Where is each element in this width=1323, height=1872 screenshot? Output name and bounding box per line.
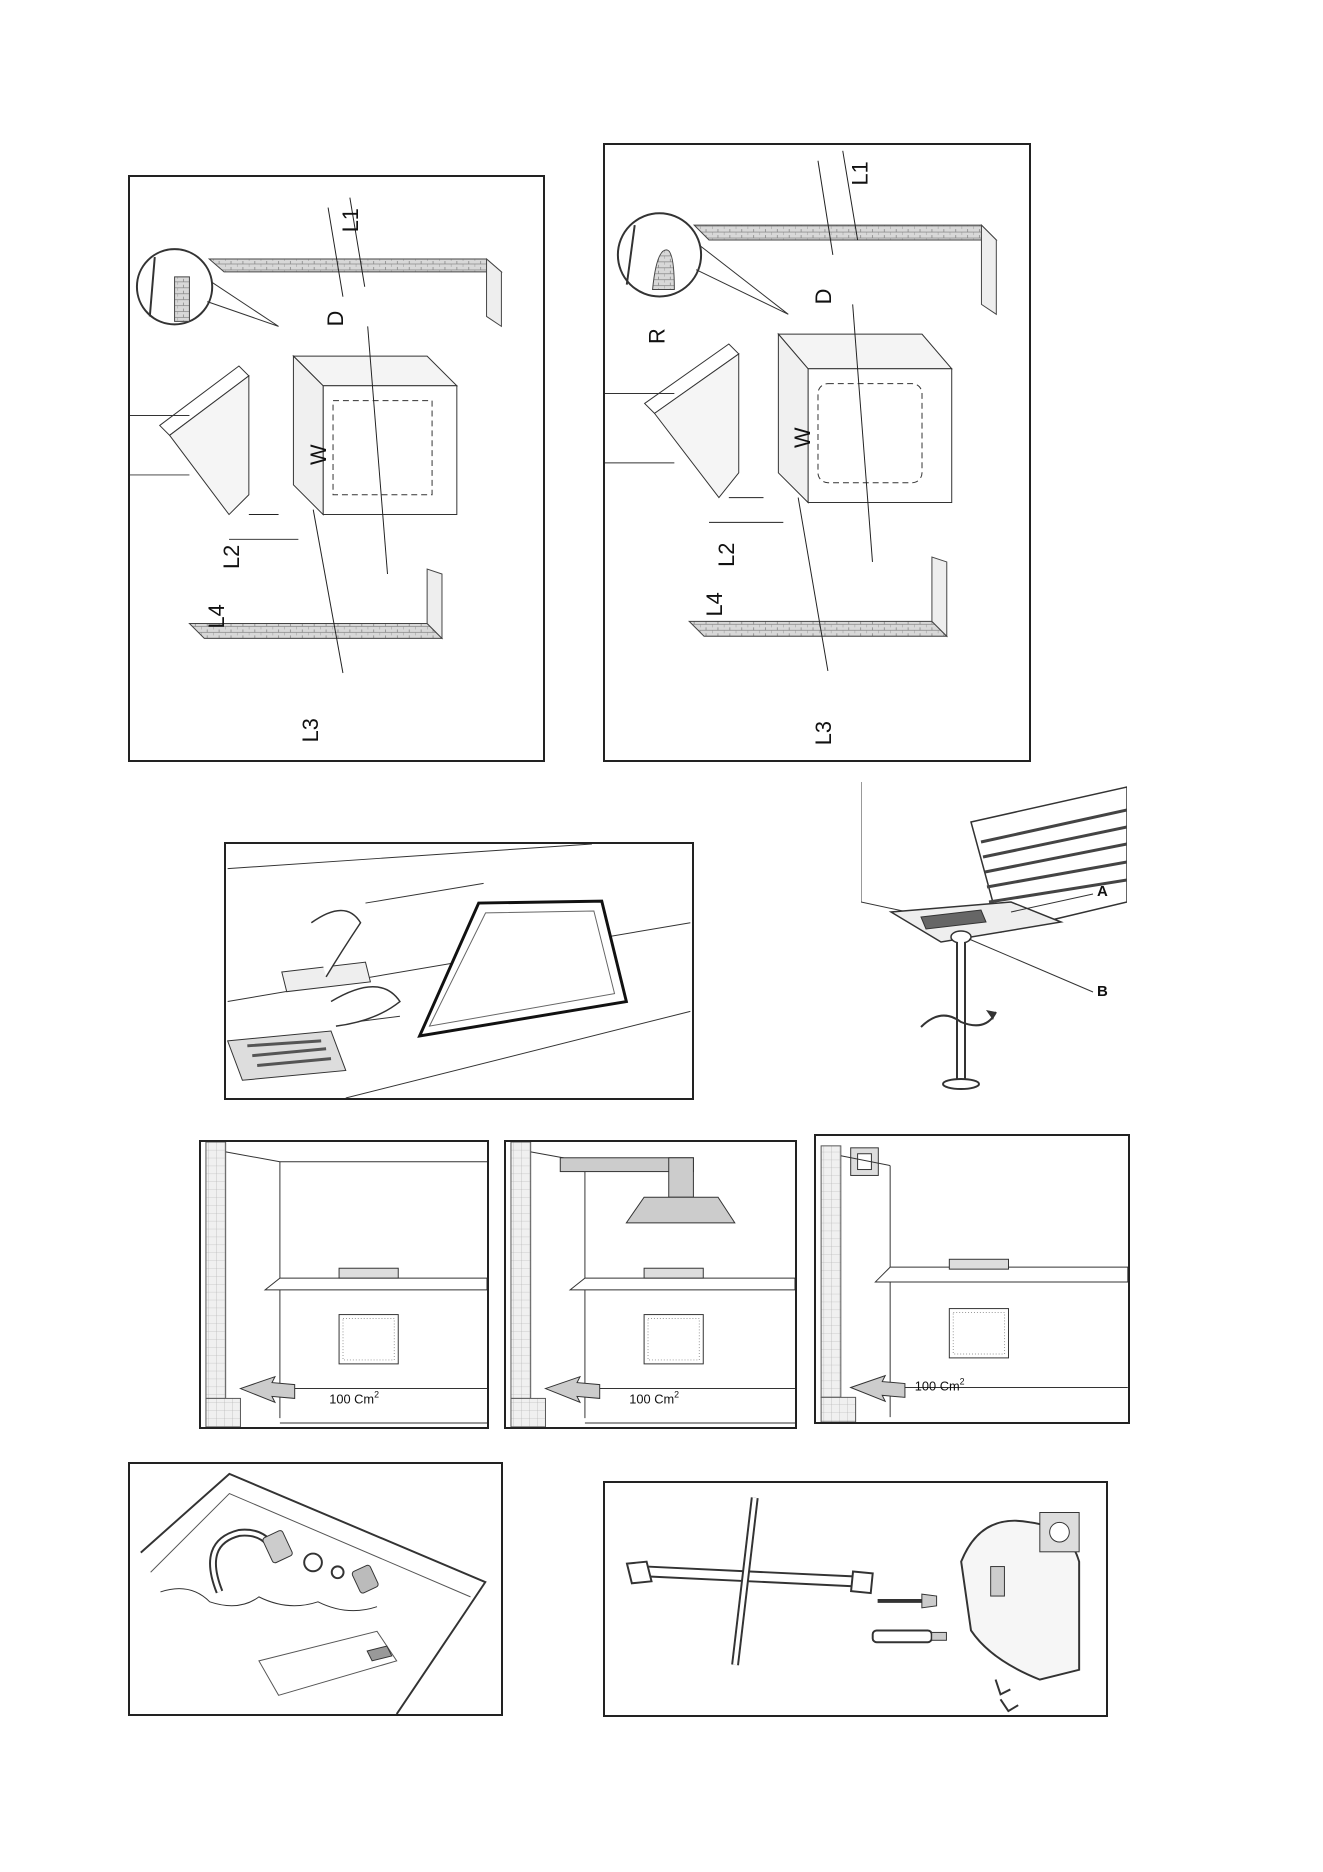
ventilation-area-label: 100 Cm2 bbox=[629, 1389, 679, 1406]
ventilation-area-label: 100 Cm2 bbox=[329, 1389, 379, 1406]
label-l4: L4 bbox=[702, 592, 727, 616]
label-l4: L4 bbox=[204, 604, 229, 628]
figure-ventilation-3: 100 Cm2 bbox=[814, 1134, 1130, 1424]
label-b: B bbox=[1097, 983, 1108, 1000]
label-l3: L3 bbox=[298, 718, 323, 742]
ventilation-area-label: 100 Cm2 bbox=[915, 1377, 965, 1394]
figure-hob-insertion bbox=[224, 842, 694, 1100]
hob-insertion-diagram bbox=[226, 844, 692, 1098]
figure-ventilation-1: 100 Cm2 bbox=[199, 1140, 489, 1429]
cutout-diagram-1: L1 D W L2 L4 L3 bbox=[130, 177, 543, 760]
figure-gas-connection bbox=[128, 1462, 503, 1716]
figure-injector-tools bbox=[603, 1481, 1108, 1717]
figure-fixing-bracket: A B bbox=[861, 782, 1127, 1092]
label-l3: L3 bbox=[811, 721, 836, 745]
ventilation-diagram-1: 100 Cm2 bbox=[201, 1142, 487, 1427]
label-w: W bbox=[306, 444, 331, 465]
label-l2: L2 bbox=[219, 545, 244, 569]
ventilation-diagram-3: 100 Cm2 bbox=[816, 1136, 1128, 1422]
cutout-diagram-2: L1 D R W L2 L4 L3 bbox=[605, 145, 1029, 760]
figure-cutout-dimensions-2: L1 D R W L2 L4 L3 bbox=[603, 143, 1031, 762]
label-l1: L1 bbox=[338, 208, 363, 232]
label-a: A bbox=[1097, 883, 1108, 900]
label-d: D bbox=[323, 311, 348, 327]
figure-cutout-dimensions-1: L1 D W L2 L4 L3 bbox=[128, 175, 545, 762]
label-w: W bbox=[790, 427, 815, 448]
figure-ventilation-2: 100 Cm2 bbox=[504, 1140, 797, 1429]
fixing-bracket-diagram: A B bbox=[861, 782, 1127, 1092]
label-l1: L1 bbox=[848, 161, 873, 185]
ventilation-diagram-2: 100 Cm2 bbox=[506, 1142, 795, 1427]
label-d: D bbox=[811, 289, 836, 305]
injector-tools-diagram bbox=[605, 1483, 1106, 1715]
label-l2: L2 bbox=[714, 543, 739, 567]
gas-connection-diagram bbox=[130, 1464, 501, 1714]
label-r: R bbox=[644, 328, 669, 344]
